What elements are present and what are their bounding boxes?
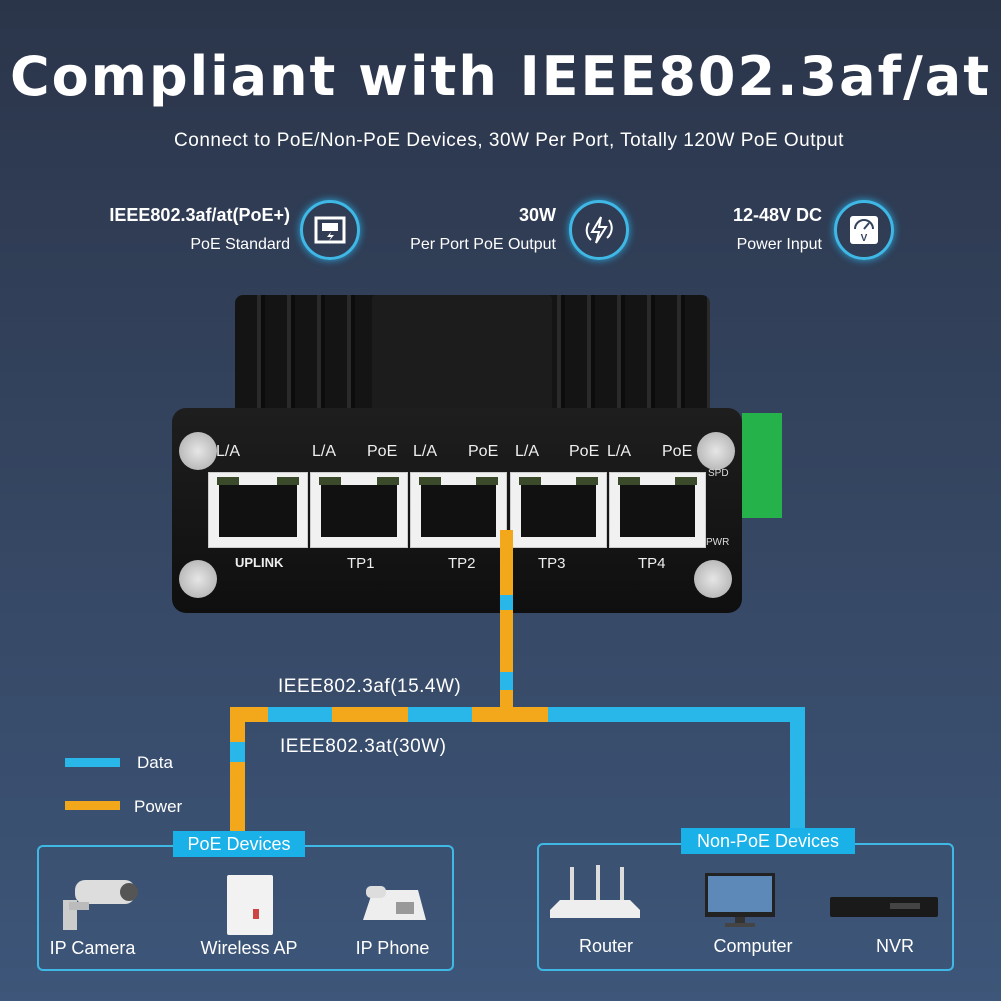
feature-poe-standard: IEEE802.3af/at(PoE+) PoE Standard xyxy=(60,205,290,254)
screw xyxy=(697,432,735,470)
computer-icon xyxy=(705,873,775,927)
wireless-ap-icon xyxy=(227,875,273,935)
led-label: PoE xyxy=(367,443,398,460)
terminal-block xyxy=(742,413,782,518)
non-poe-devices-tab: Non-PoE Devices xyxy=(681,828,855,854)
led-label: PoE xyxy=(662,443,693,460)
led-label: PoE xyxy=(569,443,600,460)
rj45-port-tp1 xyxy=(310,472,408,548)
port-name: TP1 xyxy=(347,555,375,572)
led-label: L/A xyxy=(515,443,540,460)
device-label: NVR xyxy=(875,936,914,956)
led-label: L/A xyxy=(413,443,438,460)
feature-label: Power Input xyxy=(736,236,822,253)
svg-text:V: V xyxy=(861,233,868,244)
poe-devices-tab: PoE Devices xyxy=(173,831,305,857)
lightning-bolt-icon xyxy=(569,200,629,260)
port-name: TP4 xyxy=(638,555,666,572)
subheadline: Connect to PoE/Non-PoE Devices, 30W Per … xyxy=(174,130,844,151)
poe-switch-image: L/A L/A PoE L/A PoE L/A PoE L/A PoE UPLI… xyxy=(172,295,742,613)
led-label: PoE xyxy=(468,443,499,460)
screw xyxy=(694,560,732,598)
voltmeter-icon: V xyxy=(834,200,894,260)
feature-value: 30W xyxy=(518,205,556,225)
feature-per-port-output: 30W Per Port PoE Output xyxy=(380,205,556,254)
port-name: TP2 xyxy=(448,555,476,572)
led-label-pwr: PWR xyxy=(706,537,730,548)
legend-data-label: Data xyxy=(137,753,173,772)
port-name: UPLINK xyxy=(235,555,284,570)
feature-value: 12-48V DC xyxy=(732,205,822,225)
nvr-icon xyxy=(830,897,938,917)
standard-af-label: IEEE802.3af(15.4W) xyxy=(278,676,462,697)
legend-power-label: Power xyxy=(134,797,183,816)
device-label: Computer xyxy=(713,936,793,956)
led-label: L/A xyxy=(312,443,337,460)
feature-value: IEEE802.3af/at(PoE+) xyxy=(109,205,290,225)
port-name: TP3 xyxy=(538,555,566,572)
rj45-port-tp3 xyxy=(510,472,607,548)
legend-swatch-power xyxy=(65,801,120,810)
screw xyxy=(179,560,217,598)
rj45-port-tp4 xyxy=(609,472,706,548)
device-label: Router xyxy=(578,936,634,956)
feature-label: PoE Standard xyxy=(190,236,290,253)
feature-label: Per Port PoE Output xyxy=(410,236,556,253)
ethernet-port-bolt-icon xyxy=(300,200,360,260)
screw xyxy=(179,432,217,470)
top-label-plate xyxy=(372,295,552,425)
led-label: L/A xyxy=(216,443,241,460)
standard-at-label: IEEE802.3at(30W) xyxy=(280,736,447,757)
device-label: IP Phone xyxy=(355,938,430,958)
led-label: L/A xyxy=(607,443,632,460)
device-label: Wireless AP xyxy=(200,938,298,958)
legend-swatch-data xyxy=(65,758,120,767)
headline: Compliant with IEEE802.3af/at xyxy=(9,45,992,108)
device-label: IP Camera xyxy=(49,938,136,958)
ip-phone-icon xyxy=(363,886,426,920)
led-label-spd: SPD xyxy=(708,468,729,479)
rj45-port-tp2 xyxy=(410,472,507,548)
rj45-port-uplink xyxy=(208,472,308,548)
router-icon xyxy=(550,865,640,918)
ip-camera-icon xyxy=(63,880,138,930)
feature-power-input: 12-48V DC Power Input xyxy=(680,205,822,254)
